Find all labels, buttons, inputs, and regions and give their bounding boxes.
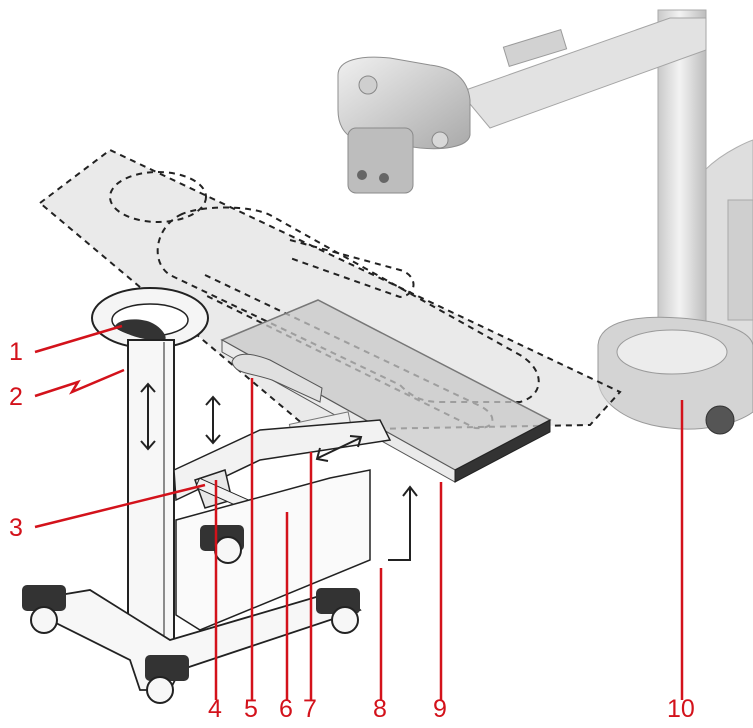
patient-body-outline (156, 206, 540, 403)
tray-height-arrow (205, 395, 221, 445)
xray-arm-slider (502, 29, 568, 67)
patient-head-outline (109, 171, 207, 223)
callout-5: 5 (244, 695, 258, 723)
callout-10: 10 (667, 695, 695, 723)
caster (145, 655, 189, 704)
detector-handle (231, 353, 323, 403)
xray-wheel (705, 405, 735, 435)
xray-arm (459, 17, 707, 129)
stand-height-arrow (140, 382, 156, 451)
xray-base-top (616, 329, 728, 375)
xray-unit (337, 9, 753, 435)
callout-3: 3 (9, 514, 23, 542)
stand-arm (173, 419, 392, 502)
xray-handle-knob (431, 131, 449, 149)
xray-tube-port (358, 75, 378, 95)
stand-column (127, 339, 175, 646)
callout-7: 7 (303, 695, 317, 723)
stand-lower-frame (175, 469, 371, 631)
caster (22, 585, 66, 634)
tray-slide-arrow (315, 435, 363, 462)
callout-6: 6 (279, 695, 293, 723)
leader-line-2 (34, 368, 125, 398)
patient-arm-outline-1 (289, 239, 415, 299)
patient-area-outline (38, 148, 622, 432)
stand-handle-grip (115, 319, 166, 341)
xray-collimator (347, 127, 414, 194)
xray-column (657, 9, 707, 371)
callout-2: 2 (9, 383, 23, 411)
tilt-arrow (388, 485, 418, 561)
leader-lines (34, 324, 684, 700)
detector-tray (220, 299, 552, 483)
leader-line-1 (34, 324, 123, 354)
detector-dark-edge (454, 419, 551, 483)
xray-cart-panel (727, 199, 753, 321)
leader-line-3 (34, 483, 206, 529)
stand (22, 287, 418, 704)
caster (316, 588, 360, 634)
callout-8: 8 (373, 695, 387, 723)
caster (200, 525, 244, 564)
callout-1: 1 (9, 338, 23, 366)
xray-collimator-knob-2 (379, 173, 389, 183)
xray-collimator-knob (357, 170, 367, 180)
callout-4: 4 (208, 695, 222, 723)
callout-9: 9 (433, 695, 447, 723)
